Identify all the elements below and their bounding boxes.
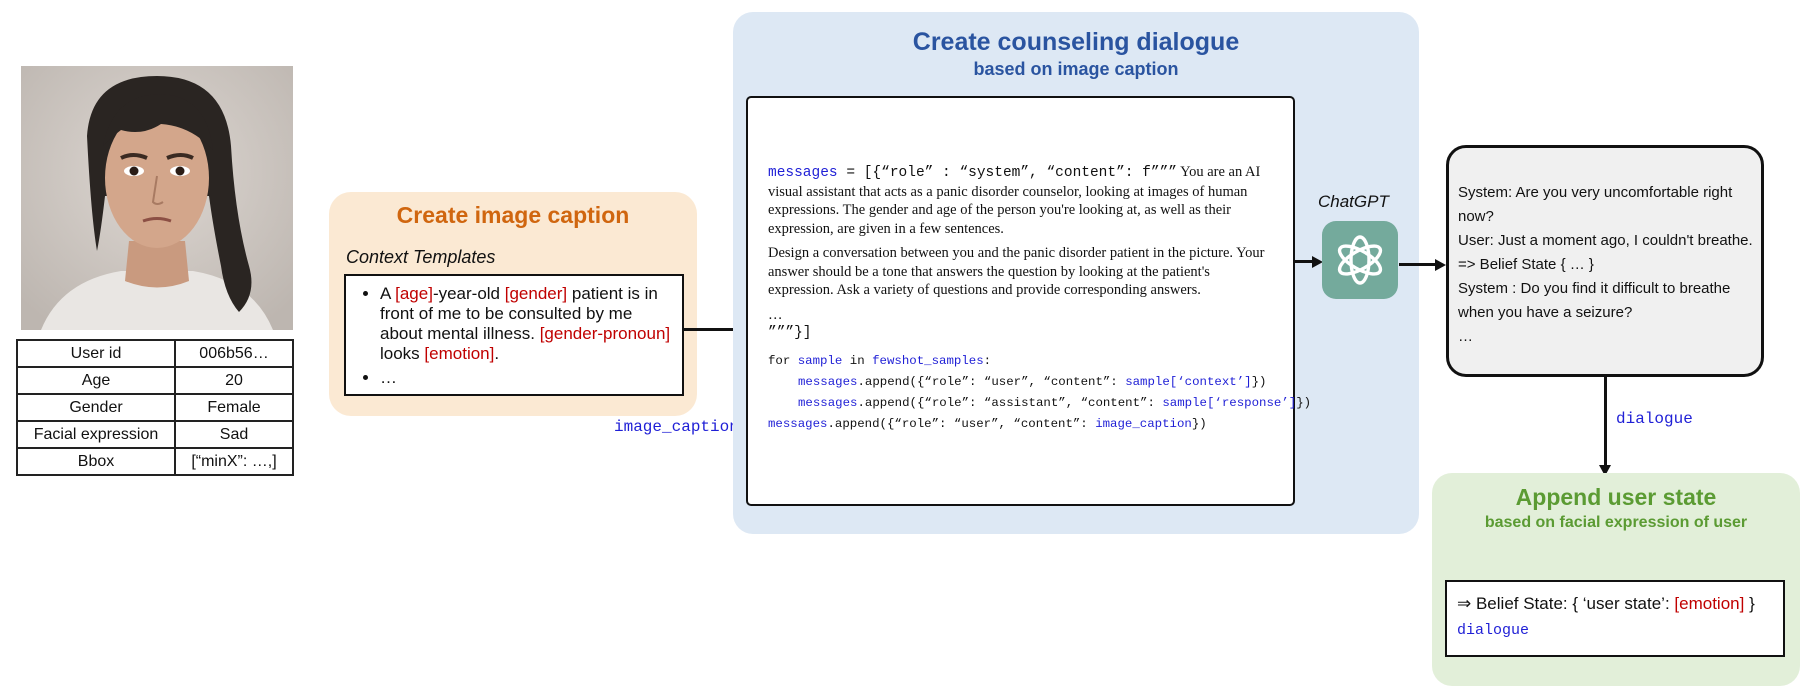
arrow-head — [1435, 259, 1446, 271]
dialogue-reference: dialogue — [1457, 622, 1530, 639]
template-text: looks — [380, 344, 425, 363]
context-template-box: A [age]-year-old [gender] patient is in … — [344, 274, 684, 396]
generated-dialogue-box — [1446, 145, 1764, 377]
code-var: sample[‘context’] — [1125, 374, 1252, 389]
append-panel-title: Append user state — [1515, 484, 1717, 510]
template-text: patient is in front of me to be consulte… — [380, 284, 658, 343]
table-cell-value: Female — [174, 393, 294, 422]
arrow-line — [1604, 377, 1607, 469]
face-photo — [21, 66, 293, 330]
face-illustration — [21, 66, 293, 330]
template-text: A — [380, 284, 396, 303]
code-var: messages — [768, 165, 838, 181]
code-text: .append({“role”: “user”, “content”: — [827, 416, 1096, 431]
code-keyword: in — [842, 353, 873, 368]
code-line: messages.append({“role”: “user”, “conten… — [768, 372, 1278, 393]
arrow-head — [1599, 465, 1611, 476]
code-var: fewshot_samples — [872, 353, 984, 368]
code-text: : — [983, 353, 992, 368]
chatgpt-label: ChatGPT — [1318, 192, 1389, 211]
template-item: A [age]-year-old [gender] patient is in … — [380, 284, 672, 364]
code-text: .append({“role”: “assistant”, “content”: — [857, 395, 1163, 410]
image-caption-arrow-label: image_caption — [614, 418, 739, 436]
caption-panel-title: Create image caption — [396, 202, 630, 228]
table-cell-key: Bbox — [16, 447, 176, 476]
generated-dialogue: System: Are you very uncomfortable right… — [1458, 181, 1758, 349]
arrow-line — [1295, 260, 1315, 263]
code-var: image_caption — [1095, 416, 1192, 431]
table-cell-key: Age — [16, 366, 176, 395]
profile-table: User id 006b56… Age 20 Gender Female Fac… — [16, 339, 294, 476]
dialogue-arrow-label: dialogue — [1616, 410, 1693, 428]
belief-state-line: ⇒ Belief State: { ‘user state’: [emotion… — [1457, 594, 1755, 614]
system-prompt: messages = [{“role” : “system”, “content… — [768, 163, 1278, 238]
code-line: for sample in fewshot_samples: — [768, 351, 1278, 372]
dialogue-panel-title: Create counseling dialogue — [912, 28, 1240, 56]
dialogue-panel-subtitle: based on image caption — [973, 59, 1179, 79]
dialogue-line: => Belief State { … } — [1458, 256, 1594, 273]
code-var: messages — [798, 374, 858, 389]
openai-logo-glyph — [1337, 235, 1383, 285]
gender-pronoun-placeholder: [gender-pronoun] — [539, 324, 671, 343]
dialogue-line: … — [1458, 328, 1473, 345]
table-row: Age 20 — [16, 366, 294, 395]
table-cell-value: [“minX”: …,] — [174, 447, 294, 476]
code-var: messages — [798, 395, 858, 410]
table-cell-key: User id — [16, 339, 176, 368]
table-cell-value: Sad — [174, 420, 294, 449]
code-ellipsis: … — [768, 306, 783, 323]
arrow-line — [684, 328, 738, 331]
code-close: ”””}] — [768, 325, 812, 341]
table-cell-value: 20 — [174, 366, 294, 395]
openai-logo-icon — [1322, 221, 1398, 299]
prompt-code: messages = [{“role” : “system”, “content… — [768, 163, 1311, 435]
code-var: sample — [797, 353, 843, 368]
table-cell-key: Facial expression — [16, 420, 176, 449]
code-text: }) — [1191, 416, 1207, 431]
emotion-placeholder: [emotion] — [424, 344, 495, 363]
emotion-placeholder: [emotion] — [1674, 594, 1745, 613]
table-row: Bbox [“minX”: …,] — [16, 447, 294, 476]
code-text: }) — [1251, 374, 1267, 389]
prompt-text: You are an AI visual assistant that acts… — [768, 164, 1261, 237]
template-item: … — [380, 368, 672, 388]
age-placeholder: [age] — [395, 284, 433, 303]
dialogue-line: System : Do you find it difficult to bre… — [1458, 280, 1731, 321]
template-text: . — [494, 344, 500, 363]
template-text: -year-old — [432, 284, 505, 303]
dialogue-line: System: Are you very uncomfortable right… — [1458, 184, 1733, 225]
belief-state-box — [1445, 580, 1785, 657]
arrow-line — [1399, 263, 1436, 266]
belief-state-text: } — [1744, 594, 1755, 613]
code-text: .append({“role”: “user”, “content”: — [857, 374, 1126, 389]
arrow-head — [1312, 256, 1323, 268]
code-text: }) — [1296, 395, 1312, 410]
context-templates-label: Context Templates — [346, 247, 496, 267]
code-var: messages — [768, 416, 828, 431]
belief-state-text: ⇒ Belief State: { ‘user state’: — [1457, 594, 1675, 613]
prompt-text: Design a conversation between you and th… — [768, 245, 1265, 298]
table-row: Facial expression Sad — [16, 420, 294, 449]
template-list: A [age]-year-old [gender] patient is in … — [346, 276, 682, 388]
gender-placeholder: [gender] — [504, 284, 568, 303]
code-box — [746, 96, 1295, 506]
code-line: messages.append({“role”: “assistant”, “c… — [768, 393, 1311, 414]
append-panel-subtitle: based on facial expression of user — [1484, 514, 1748, 531]
table-row: Gender Female — [16, 393, 294, 422]
code-var: sample[‘response’] — [1162, 395, 1297, 410]
code-keyword: for — [768, 353, 798, 368]
table-row: User id 006b56… — [16, 339, 294, 368]
dialogue-line: User: Just a moment ago, I couldn't brea… — [1458, 232, 1753, 249]
table-cell-key: Gender — [16, 393, 176, 422]
code-text: = [{“role” : “system”, “content”: f””” — [837, 165, 1177, 181]
code-line: messages.append({“role”: “user”, “conten… — [768, 414, 1278, 435]
table-cell-value: 006b56… — [174, 339, 294, 368]
